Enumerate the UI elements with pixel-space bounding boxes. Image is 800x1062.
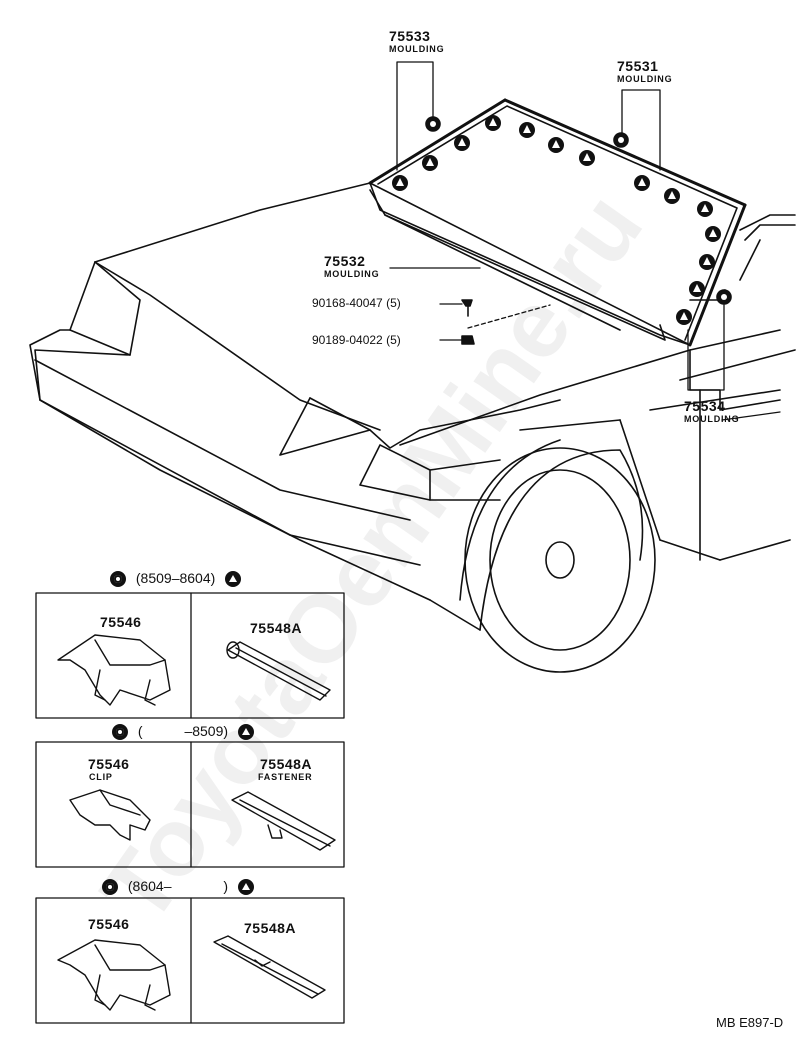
cowl-moulding	[369, 189, 666, 341]
section-1-fastener-number: 75548A	[250, 620, 303, 636]
triangle-marker-icon	[237, 724, 254, 741]
part-number-75531: 75531	[617, 58, 659, 74]
drawing-code: MB E897-D	[716, 1015, 784, 1030]
bolt-qty: (5)	[386, 296, 401, 310]
triangle-marker-icon	[237, 879, 254, 896]
section-2-fastener-name: FASTENER	[258, 772, 313, 782]
front-wheel	[459, 439, 656, 673]
fastener-drawings	[213, 641, 336, 999]
part-name-75534: MOULDING	[684, 414, 740, 424]
circle-marker-icon	[112, 724, 128, 741]
clip-drawings	[57, 634, 171, 1011]
part-number-75534: 75534	[684, 398, 726, 414]
part-number-nut: 90189-04022 (5)	[312, 334, 401, 346]
section-2-fastener-number: 75548A	[260, 756, 313, 772]
part-name-75531: MOULDING	[617, 74, 673, 84]
section-3-header: (8604– )	[102, 878, 254, 896]
part-number-bolt: 90168-40047 (5)	[312, 297, 401, 309]
part-name-75533: MOULDING	[389, 44, 445, 54]
windshield	[368, 98, 747, 347]
section-3-range-open: (8604–	[127, 878, 172, 894]
part-name-75532: MOULDING	[324, 269, 380, 279]
triangle-markers	[392, 115, 721, 325]
triangle-marker-icon	[225, 571, 242, 588]
circle-markers	[425, 116, 732, 305]
section-1-clip-number: 75546	[100, 614, 142, 630]
circle-marker-icon	[110, 571, 126, 588]
bolt-and-nut	[461, 299, 475, 345]
nut-qty: (5)	[386, 333, 401, 347]
section-2-clip-number: 75546	[88, 756, 130, 772]
section-2-range-open: (	[137, 723, 143, 739]
bolt-number: 90168-40047	[312, 296, 383, 310]
part-number-75533: 75533	[389, 28, 431, 44]
section-2-header: ( –8509)	[112, 723, 254, 741]
section-3-range-close: )	[223, 878, 229, 894]
part-number-75532: 75532	[324, 253, 366, 269]
leader-lines	[389, 61, 781, 421]
detail-boxes	[35, 592, 345, 1024]
section-1-header: (8509–8604)	[110, 570, 242, 588]
circle-marker-icon	[102, 879, 118, 896]
section-2-clip-name: CLIP	[89, 772, 113, 782]
section-1-range: (8509–8604)	[135, 570, 216, 586]
car-body-outline	[29, 182, 796, 631]
section-3-fastener-number: 75548A	[244, 920, 297, 936]
nut-number: 90189-04022	[312, 333, 383, 347]
section-2-range-close: –8509)	[184, 723, 229, 739]
section-3-clip-number: 75546	[88, 916, 130, 932]
